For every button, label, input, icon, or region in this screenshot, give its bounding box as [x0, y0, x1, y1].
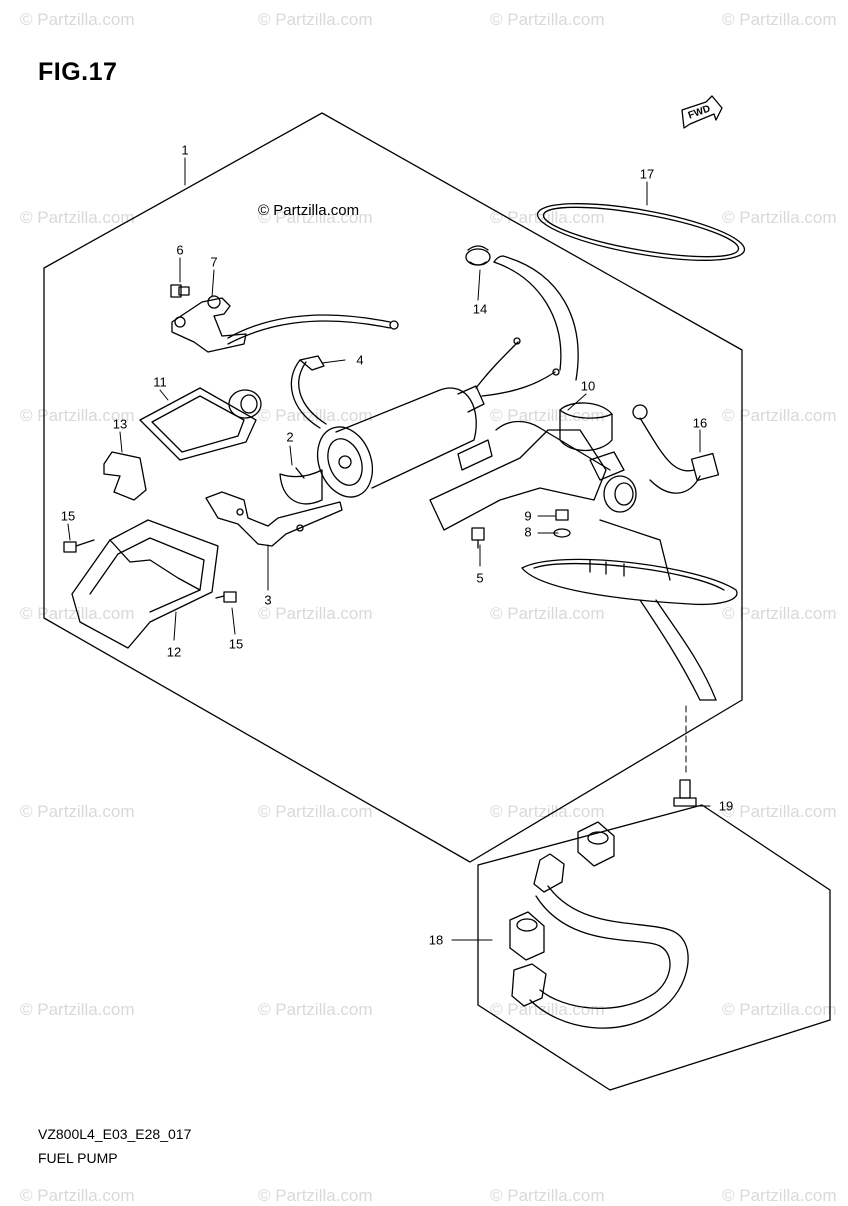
fwd-arrow-shape: [681, 95, 723, 129]
callout-16: 16: [692, 415, 708, 431]
callout-2: 2: [286, 429, 294, 445]
watermark-text: © Partzilla.com: [258, 604, 373, 623]
part-fuel-hose: [493, 255, 579, 381]
figure-title: FIG.17: [38, 58, 118, 86]
part-bolt-6: [170, 284, 190, 298]
credit-text: © Partzilla.com: [258, 202, 360, 219]
callout-9: 9: [524, 508, 532, 524]
leader-lines: [67, 157, 711, 941]
watermark-text: © Partzilla.com: [722, 1000, 837, 1019]
callout-13: 13: [112, 416, 128, 432]
watermark-text: © Partzilla.com: [490, 604, 605, 623]
part-gasket-ring: [536, 203, 746, 261]
part-connector-16: [639, 417, 720, 494]
part-filter-11: [139, 387, 262, 461]
part-gasket-13: [103, 451, 147, 501]
hose-kit-boundary: [477, 804, 831, 1091]
watermark-text: © Partzilla.com: [20, 10, 135, 29]
watermark-text: © Partzilla.com: [258, 10, 373, 29]
watermark-text: © Partzilla.com: [258, 802, 373, 821]
callout-3: 3: [264, 592, 272, 608]
watermark-text: © Partzilla.com: [722, 406, 837, 425]
part-main-frame: [429, 420, 611, 531]
watermark-text: © Partzilla.com: [20, 406, 135, 425]
watermark-text: © Partzilla.com: [490, 406, 605, 425]
part-fuel-pump-body: [316, 337, 560, 498]
callout-18: 18: [428, 932, 444, 948]
watermark-text: © Partzilla.com: [20, 802, 135, 821]
part-base-plate: [521, 519, 738, 701]
model-code: VZ800L4_E03_E28_017: [38, 1126, 192, 1142]
callout-12: 12: [166, 644, 182, 660]
part-hose-clamp: [465, 245, 491, 266]
callout-15a: 15: [60, 508, 76, 524]
callout-6: 6: [176, 242, 184, 258]
watermark-text: © Partzilla.com: [490, 1000, 605, 1019]
watermark-text: © Partzilla.com: [20, 208, 135, 227]
callout-11: 11: [153, 374, 167, 390]
callout-4: 4: [356, 352, 364, 368]
part-screw-5: [471, 527, 485, 549]
part-bracket-7: [171, 295, 399, 353]
callout-5: 5: [476, 570, 484, 586]
part-damper-2: [279, 467, 323, 505]
part-nut-9: [555, 509, 569, 521]
figure-name: FUEL PUMP: [38, 1150, 118, 1166]
part-screw-15a: [63, 539, 95, 553]
watermark-text: © Partzilla.com: [490, 208, 605, 227]
watermark-text: © Partzilla.com: [722, 10, 837, 29]
watermark-text: © Partzilla.com: [490, 10, 605, 29]
watermark-text: © Partzilla.com: [20, 1000, 135, 1019]
callout-14: 14: [472, 301, 488, 317]
callout-10: 10: [580, 378, 596, 394]
part-band-clamp-4: [290, 355, 327, 429]
callout-19: 19: [718, 798, 734, 814]
callout-15b: 15: [228, 636, 244, 652]
part-regulator-10: [559, 402, 648, 513]
part-screw-15b: [215, 591, 237, 603]
fwd-label: FWD: [686, 103, 712, 122]
callout-8: 8: [524, 524, 532, 540]
part-hose-kit-18: [509, 821, 689, 1029]
watermark-text: © Partzilla.com: [722, 604, 837, 623]
callout-1: 1: [181, 142, 189, 158]
fwd-direction-tag: FWD: [684, 103, 712, 126]
watermark-text: © Partzilla.com: [258, 1000, 373, 1019]
callout-7: 7: [210, 254, 218, 270]
part-cover-12: [71, 519, 219, 649]
callout-17: 17: [639, 166, 655, 182]
watermark-text: © Partzilla.com: [722, 208, 837, 227]
watermark-text: © Partzilla.com: [722, 802, 837, 821]
part-bolt-19: [673, 779, 697, 807]
part-o-ring-8: [553, 528, 571, 538]
assembly-boundary: [43, 112, 743, 863]
watermark-text: © Partzilla.com: [258, 208, 373, 227]
watermark-text: © Partzilla.com: [490, 802, 605, 821]
part-bracket-3: [205, 491, 343, 547]
